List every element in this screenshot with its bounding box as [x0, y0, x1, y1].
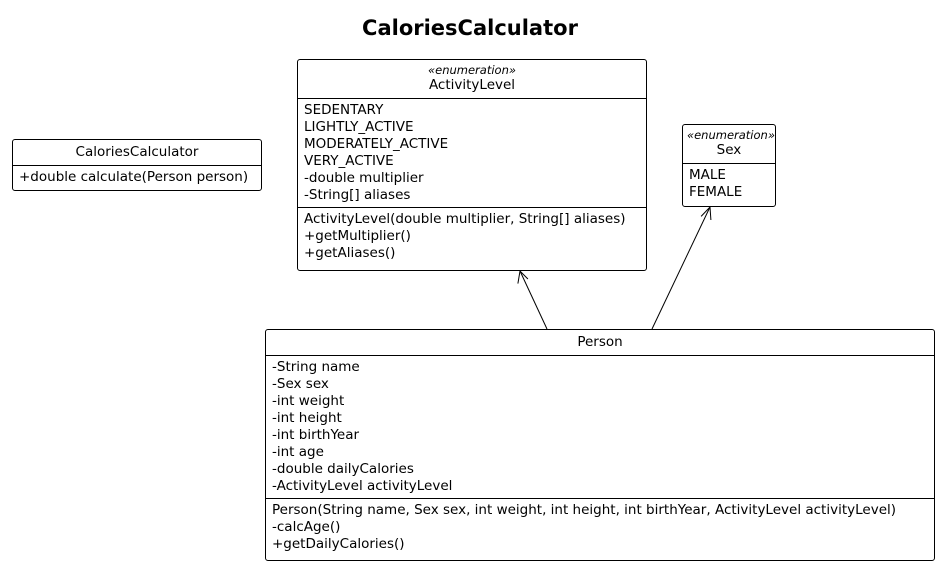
- enum-literal: SEDENTARY: [304, 102, 384, 118]
- association-line: [519, 270, 548, 330]
- class-name: CaloriesCalculator: [75, 144, 199, 160]
- enum-literal: LIGHTLY_ACTIVE: [304, 119, 414, 135]
- class-header: CaloriesCalculator: [13, 140, 261, 166]
- enum-literal: FEMALE: [689, 184, 743, 200]
- arrowhead-icon: [700, 205, 712, 221]
- relation-person-activitylevel: [517, 269, 548, 330]
- class-name: ActivityLevel: [428, 77, 516, 93]
- enum-literal: MODERATELY_ACTIVE: [304, 136, 449, 152]
- attributes-compartment: SEDENTARY LIGHTLY_ACTIVE MODERATELY_ACTI…: [298, 99, 646, 208]
- arrowhead-icon: [517, 269, 529, 284]
- attribute-row: -int birthYear: [272, 427, 360, 443]
- method-row: +getAliases(): [304, 245, 396, 261]
- method-row: ActivityLevel(double multiplier, String[…: [304, 211, 626, 227]
- class-name: Person: [577, 334, 623, 350]
- method-row: +getMultiplier(): [304, 228, 411, 244]
- class-person[interactable]: Person -String name -Sex sex -int weight…: [265, 329, 935, 561]
- class-header: «enumeration» Sex: [683, 125, 775, 164]
- attribute-row: -double multiplier: [304, 170, 424, 186]
- class-header: Person: [266, 330, 934, 356]
- attribute-row: -int weight: [272, 393, 345, 409]
- stereotype-label: «enumeration»: [687, 128, 775, 142]
- method-row: +getDailyCalories(): [272, 536, 405, 552]
- attributes-compartment: MALE FEMALE: [683, 164, 775, 204]
- attribute-row: -String name: [272, 359, 360, 375]
- enum-literal: MALE: [689, 167, 726, 183]
- methods-compartment: +double calculate(Person person): [13, 166, 261, 189]
- class-sex[interactable]: «enumeration» Sex MALE FEMALE: [682, 124, 776, 207]
- attribute-row: -ActivityLevel activityLevel: [272, 478, 453, 494]
- class-calories-calculator[interactable]: CaloriesCalculator +double calculate(Per…: [12, 139, 262, 191]
- methods-compartment: Person(String name, Sex sex, int weight,…: [266, 499, 934, 556]
- attribute-row: -double dailyCalories: [272, 461, 414, 477]
- method-row: Person(String name, Sex sex, int weight,…: [272, 502, 897, 518]
- stereotype-label: «enumeration»: [428, 63, 516, 77]
- method-row: +double calculate(Person person): [19, 169, 249, 185]
- enum-literal: VERY_ACTIVE: [304, 153, 394, 169]
- diagram-title: CaloriesCalculator: [362, 16, 578, 40]
- class-activity-level[interactable]: «enumeration» ActivityLevel SEDENTARY LI…: [297, 59, 647, 271]
- method-row: -calcAge(): [272, 519, 341, 535]
- relation-person-sex: [651, 205, 712, 330]
- association-line: [651, 206, 711, 330]
- attribute-row: -int age: [272, 444, 324, 460]
- class-name: Sex: [716, 142, 742, 158]
- methods-compartment: ActivityLevel(double multiplier, String[…: [298, 208, 646, 265]
- attribute-row: -String[] aliases: [304, 187, 411, 203]
- attributes-compartment: -String name -Sex sex -int weight -int h…: [266, 356, 934, 499]
- class-header: «enumeration» ActivityLevel: [298, 60, 646, 99]
- attribute-row: -Sex sex: [272, 376, 329, 392]
- attribute-row: -int height: [272, 410, 342, 426]
